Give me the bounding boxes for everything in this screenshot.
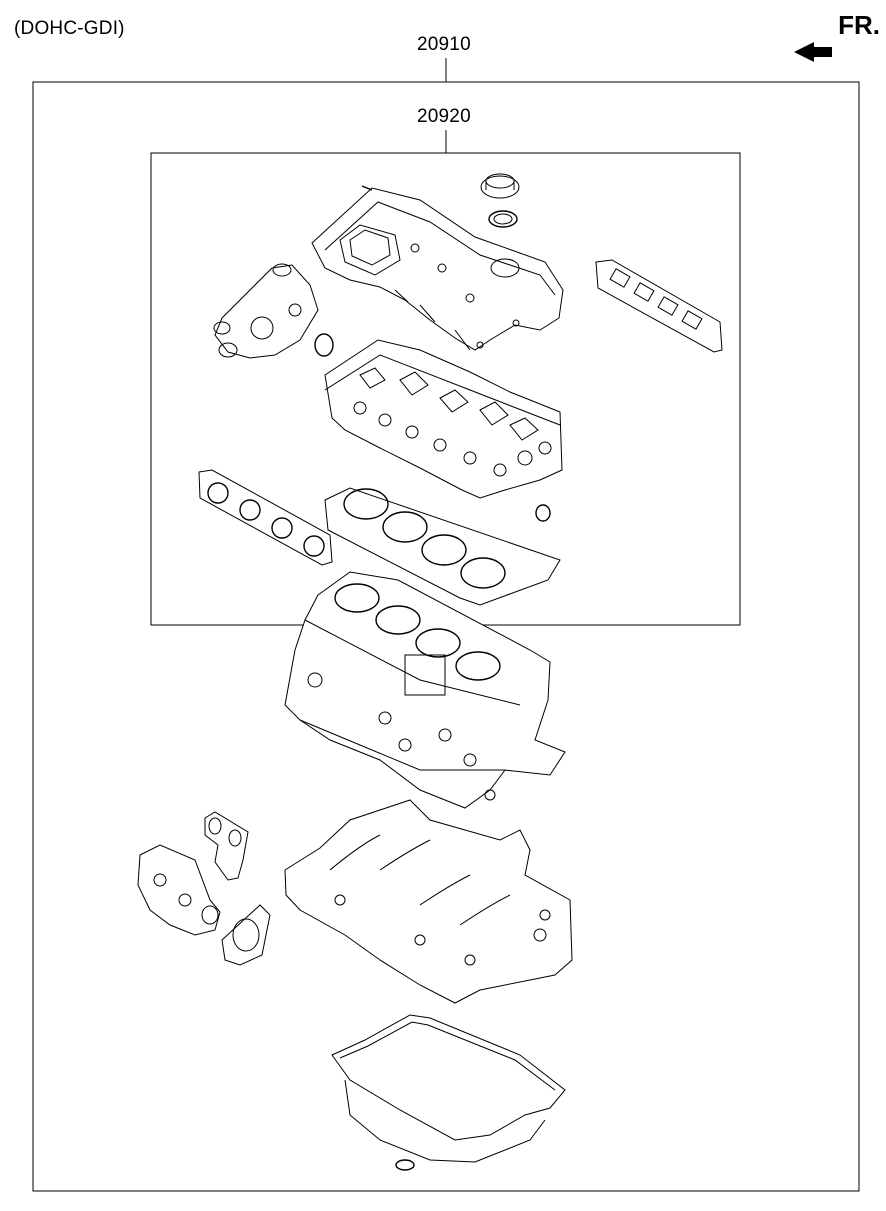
cylinder-head [324,339,563,499]
inner-kit-part-number[interactable]: 20920 [417,106,471,127]
exhaust-manifold-gasket [198,469,333,566]
cylinder-head-cover [311,185,564,351]
cylinder-block [284,571,566,809]
water-inlet-gasket [204,811,249,881]
water-pump-gasket [221,904,271,966]
thermostat-housing [213,263,319,359]
drain-plug-gasket [395,1159,415,1171]
cap-seal-ring [488,210,518,228]
oil-pan-gasket [331,1014,566,1163]
intake-manifold-gasket [595,259,723,353]
thermostat-o-ring [314,333,334,357]
oil-filler-cap [480,173,520,199]
cylinder-head-gasket [324,487,561,606]
arrow-left-icon [794,42,832,62]
outer-kit-part-number[interactable]: 20910 [417,34,471,55]
front-direction-label: FR. [838,10,880,40]
water-pump [137,844,221,936]
lower-crankcase [284,799,573,1004]
engine-variant-label: (DOHC-GDI) [14,18,125,39]
camshaft-seal [535,504,551,522]
